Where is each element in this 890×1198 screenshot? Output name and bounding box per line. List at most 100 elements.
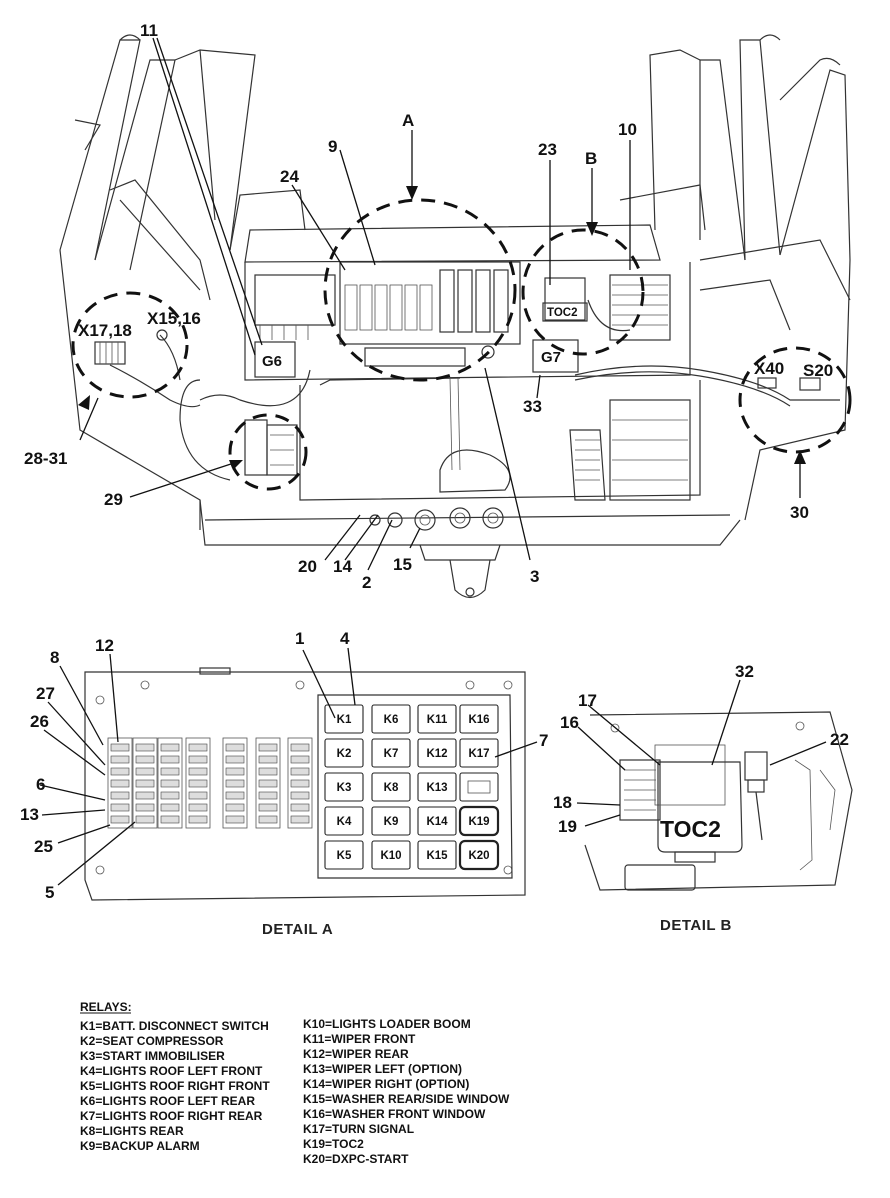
relay-label-k20: K20 [468, 850, 489, 862]
legend-entry: K15=WASHER REAR/SIDE WINDOW [303, 1092, 510, 1106]
legend-entry: K12=WIPER REAR [303, 1047, 409, 1061]
relay-slot [371, 772, 411, 802]
legend-entry: K3=START IMMOBILISER [80, 1049, 225, 1063]
callout-a-6: 6 [36, 775, 45, 794]
fuse [110, 791, 130, 800]
relay-slot [458, 805, 500, 837]
fuse [160, 743, 180, 752]
legend-entry: K8=LIGHTS REAR [80, 1124, 184, 1138]
fuse [290, 779, 310, 788]
callout-a-13: 13 [20, 805, 39, 824]
relay-slot [458, 839, 500, 871]
callout-15: 15 [393, 555, 412, 574]
fuse-column [222, 737, 248, 829]
fuse-column [287, 737, 313, 829]
legend-entry: K20=DXPC-START [303, 1152, 409, 1166]
relay-label-k15: K15 [426, 850, 448, 862]
fuse [110, 779, 130, 788]
relay-slot [324, 806, 364, 836]
callout-a-27: 27 [36, 684, 55, 703]
relay-slot [459, 704, 499, 734]
fuse [188, 815, 208, 824]
callout-b-17: 17 [578, 691, 597, 710]
relay-slot [417, 772, 457, 802]
relay-slot [371, 806, 411, 836]
relay-label-k19: K19 [468, 816, 489, 828]
callout-a-7: 7 [539, 731, 548, 750]
callout-b-32: 32 [735, 662, 754, 681]
callout-b-19: 19 [558, 817, 577, 836]
callout-11: 11 [140, 21, 158, 40]
detail-b: TOC2 32 17 16 22 18 19 DETAIL B [553, 662, 853, 934]
fuse [258, 815, 278, 824]
legend-entry: K13=WIPER LEFT (OPTION) [303, 1062, 462, 1076]
fuse [135, 803, 155, 812]
relay-slot [371, 840, 411, 870]
fuse [258, 743, 278, 752]
callout-b-16: 16 [560, 713, 579, 732]
relay-label-k7: K7 [384, 748, 399, 760]
legend-entry: K6=LIGHTS ROOF LEFT REAR [80, 1094, 255, 1108]
callout-X15-16: X15,16 [147, 309, 201, 328]
fuse [160, 779, 180, 788]
relay-empty-socket [467, 780, 491, 794]
callout-a-25: 25 [34, 837, 53, 856]
callout-X40: X40 [754, 359, 784, 378]
callout-A: A [402, 111, 414, 130]
fuse [290, 755, 310, 764]
relay-slot [459, 738, 499, 768]
fuse [135, 791, 155, 800]
callout-b-18: 18 [553, 793, 572, 812]
callout-a-5: 5 [45, 883, 54, 902]
fuse [258, 803, 278, 812]
callout-20: 20 [298, 557, 317, 576]
relay-label-k11: K11 [427, 714, 448, 726]
fuse [110, 815, 130, 824]
fuse [290, 743, 310, 752]
callout-a-12: 12 [95, 636, 114, 655]
callout-30: 30 [790, 503, 809, 522]
callout-a-26: 26 [30, 712, 49, 731]
fuse [225, 755, 245, 764]
legend-entry: K1=BATT. DISCONNECT SWITCH [80, 1019, 269, 1033]
relay-slot [417, 840, 457, 870]
fuse [225, 767, 245, 776]
main-leader-lines [79, 37, 801, 571]
callout-S20: S20 [803, 361, 833, 380]
fuse-column [157, 737, 183, 829]
main-fuse-strip [344, 269, 509, 333]
relay-slot [417, 704, 457, 734]
callout-28-31: 28-31 [24, 449, 67, 468]
detail-circles [71, 198, 852, 491]
callout-29: 29 [104, 490, 123, 509]
callout-X17-18: X17,18 [78, 321, 132, 340]
legend-entry: K17=TURN SIGNAL [303, 1122, 414, 1136]
relay-label-k1: K1 [337, 714, 352, 726]
fuse [225, 815, 245, 824]
fuse [160, 815, 180, 824]
fuse-column [185, 737, 211, 829]
legend-entry: K9=BACKUP ALARM [80, 1139, 200, 1153]
callout-a-8: 8 [50, 648, 59, 667]
relay-label-k12: K12 [426, 748, 447, 760]
fuse [188, 779, 208, 788]
legend-entry: K7=LIGHTS ROOF RIGHT REAR [80, 1109, 263, 1123]
callout-24: 24 [280, 167, 299, 186]
callout-10: 10 [618, 120, 637, 139]
fuse [225, 779, 245, 788]
fuse-column [255, 737, 281, 829]
detail-a-title: DETAIL A [262, 921, 333, 938]
g7-label: G7 [541, 349, 561, 366]
fuse-column [132, 737, 158, 829]
fuse [290, 815, 310, 824]
fuse [258, 779, 278, 788]
fuse [110, 743, 130, 752]
relay-slot [324, 704, 364, 734]
relay-grid: K1K2K3K4K5K6K7K8K9K10K11K12K13K14K15K16K… [324, 704, 500, 871]
callout-a-4: 4 [340, 629, 350, 648]
fuse [258, 791, 278, 800]
machine-frame: G6 TOC2 G7 [59, 34, 851, 599]
relay-label-k9: K9 [384, 816, 399, 828]
